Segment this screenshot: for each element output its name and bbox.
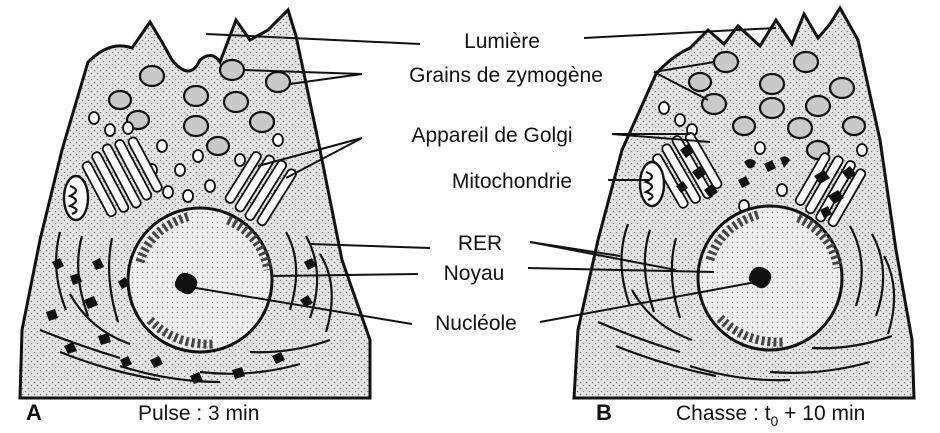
panel-b-caption-prefix: Chasse : t xyxy=(676,402,771,425)
captions: A Pulse : 3 min B Chasse : t0 + 10 min xyxy=(26,400,865,429)
panel-a-caption: Pulse : 3 min xyxy=(138,402,259,425)
panel-b-letter: B xyxy=(596,400,612,425)
mitochondrion-a xyxy=(64,176,88,220)
panel-b-caption-suffix: + 10 min xyxy=(778,402,865,425)
label-mitochondrion: Mitochondrie xyxy=(452,170,572,193)
panel-b-caption: Chasse : t0 + 10 min xyxy=(676,402,865,429)
label-rer: RER xyxy=(458,232,502,255)
label-lumiere: Lumière xyxy=(464,30,540,53)
panel-b-caption-subscript: 0 xyxy=(771,413,779,429)
panel-a-letter: A xyxy=(26,400,42,425)
mitochondrion-b xyxy=(640,162,664,206)
label-nucleus: Noyau xyxy=(444,262,505,285)
cell-a xyxy=(20,10,370,398)
cell-b xyxy=(574,8,914,398)
label-nucleolus: Nucléole xyxy=(435,312,517,335)
nucleus-b xyxy=(698,206,842,350)
nucleus-a xyxy=(128,208,272,352)
label-zymogen-granules: Grains de zymogène xyxy=(409,64,603,87)
labels: Lumière Grains de zymogène Appareil de G… xyxy=(409,30,603,335)
label-golgi-apparatus: Appareil de Golgi xyxy=(411,124,572,147)
